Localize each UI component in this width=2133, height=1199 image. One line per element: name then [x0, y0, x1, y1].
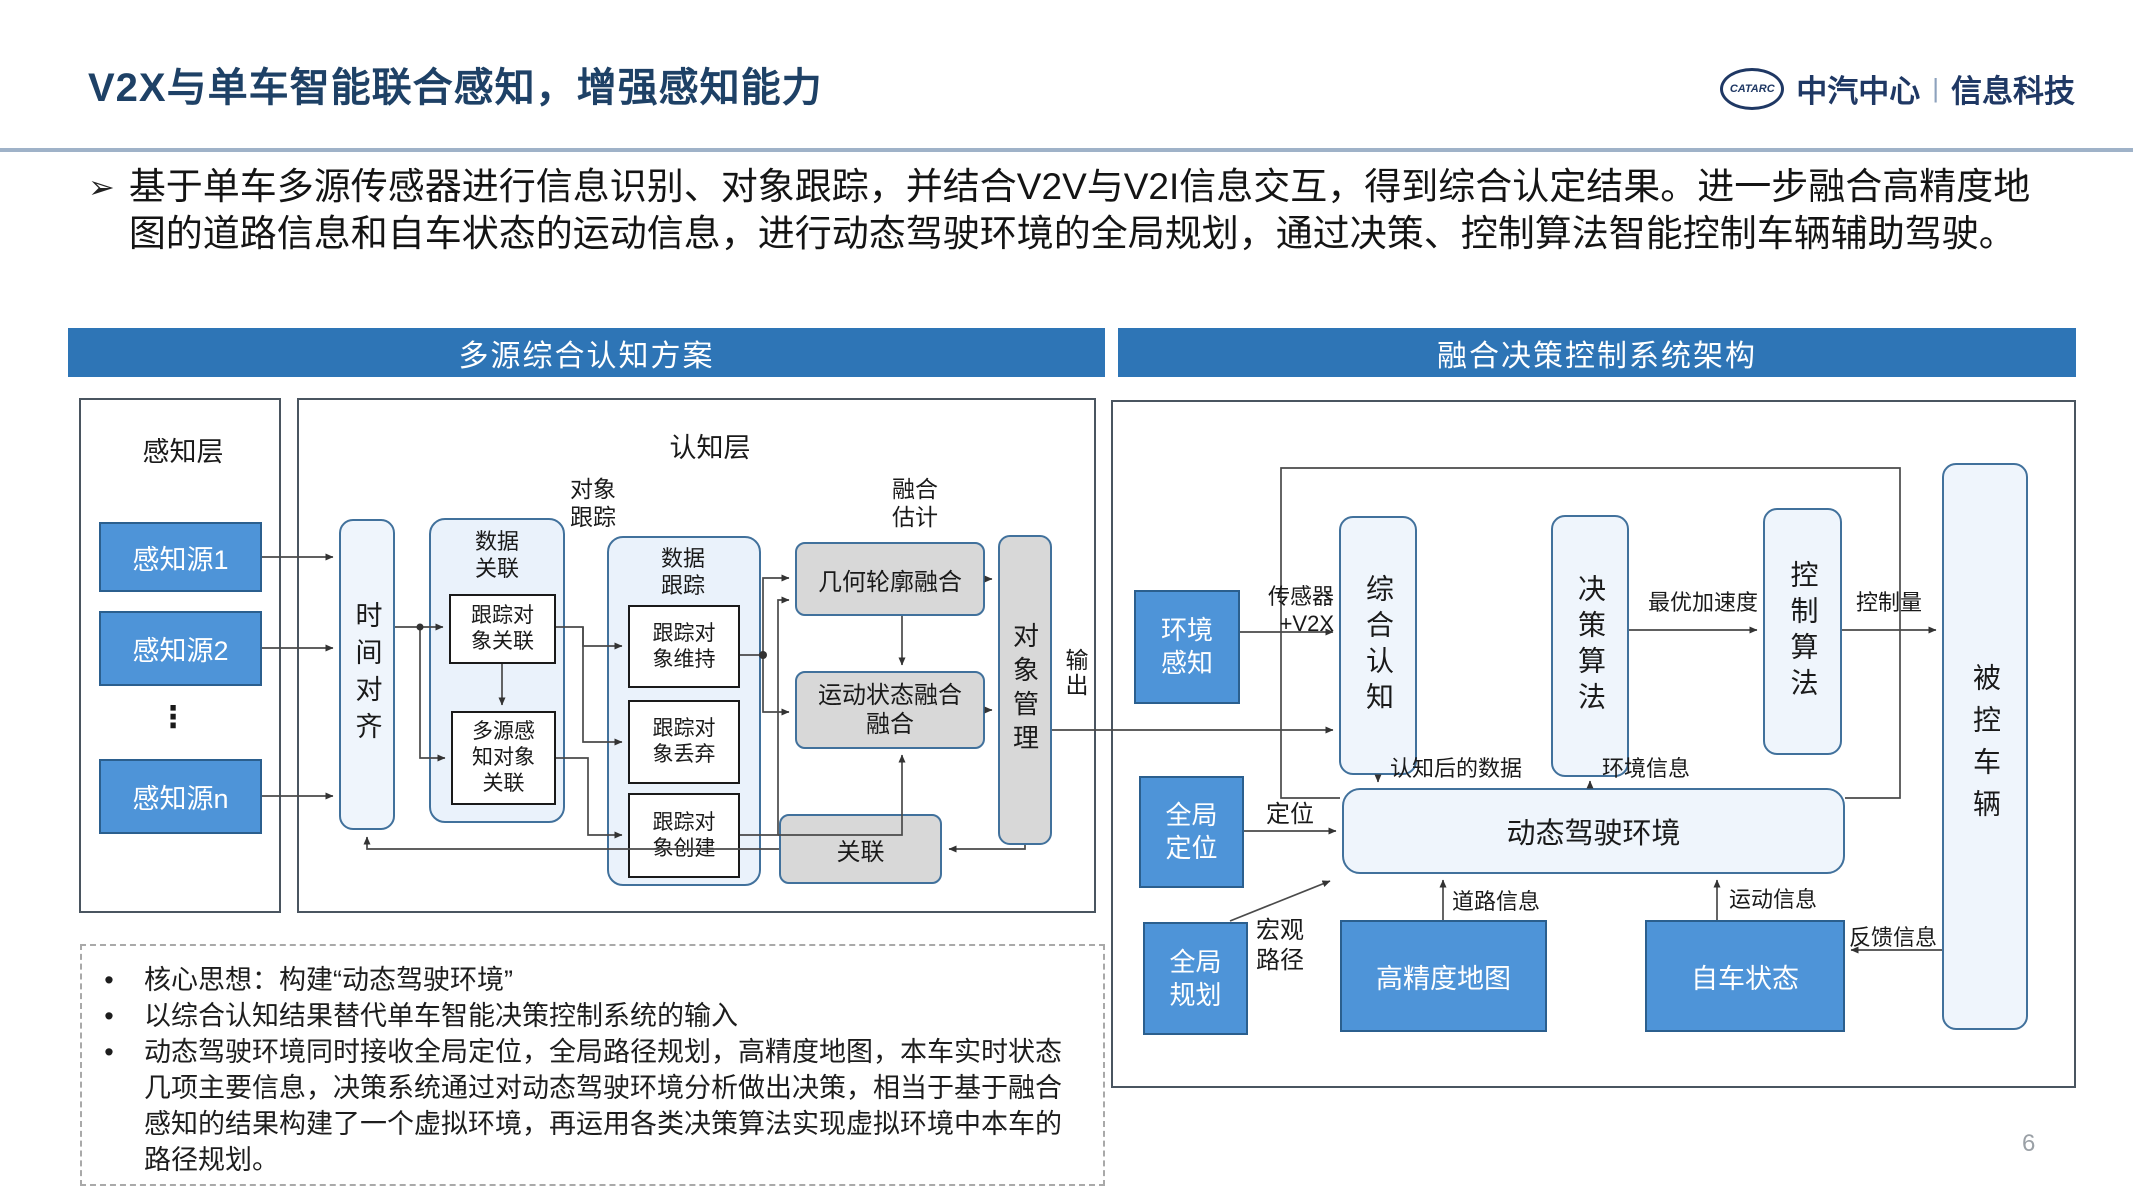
fusion-estimation-label: 融合 估计 [892, 476, 938, 530]
node-control-algorithm: 控制算法 [1763, 508, 1842, 755]
note-text: 动态驾驶环境同时接收全局定位，全局路径规划，高精度地图，本车实时状态几项主要信息… [144, 1037, 1062, 1175]
env-info-label: 环境信息 [1602, 756, 1691, 781]
node-track-object-assoc: 跟踪对 象关联 [449, 594, 556, 664]
node-controlled-vehicle: 被控车辆 [1942, 463, 2028, 1030]
node-track-maintain: 跟踪对 象维持 [628, 605, 740, 688]
company-logo: CATARC 中汽中心 | 信息科技 [1720, 66, 2075, 111]
control-qty-label: 控制量 [1856, 590, 1923, 615]
node-track-discard: 跟踪对 象丢弃 [628, 700, 740, 784]
node-motion-fusion: 运动状态融合 融合 [795, 671, 985, 749]
node-decision-algorithm: 决策算法 [1551, 515, 1629, 777]
node-time-align: 时间对齐 [339, 519, 395, 830]
note-text: 核心思想：构建“动态驾驶环境” [144, 965, 513, 995]
node-global-planning: 全局 规划 [1143, 922, 1248, 1035]
logo-org-name: 中汽中心 [1796, 74, 1921, 109]
note-item: • 动态驾驶环境同时接收全局定位，全局路径规划，高精度地图，本车实时状态几项主要信… [100, 1034, 1083, 1178]
node-source-1: 感知源1 [99, 522, 262, 592]
group-data-tracking-title: 数据 跟踪 [660, 546, 705, 598]
motion-info-label: 运动信息 [1729, 887, 1818, 912]
sources-ellipsis: ⋮ [158, 701, 188, 734]
notes-box: • 核心思想：构建“动态驾驶环境” • 以综合认知结果替代单车智能决策控制系统的输入… [80, 944, 1105, 1186]
logo-unit-name: 信息科技 [1951, 74, 2075, 109]
perception-layer-label: 感知层 [142, 437, 224, 467]
node-ego-state: 自车状态 [1645, 920, 1845, 1032]
node-env-sense: 环境 感知 [1134, 590, 1240, 704]
road-info-label: 道路信息 [1452, 889, 1541, 914]
localization-label: 定位 [1266, 801, 1314, 828]
note-bullet-icon: • [104, 965, 114, 995]
intro-paragraph: ➢ 基于单车多源传感器进行信息识别、对象跟踪，并结合V2V与V2I信息交互，得到… [88, 163, 2063, 257]
node-global-localization: 全局 定位 [1139, 776, 1244, 888]
node-dynamic-driving-env: 动态驾驶环境 [1342, 788, 1845, 874]
optimal-accel-label: 最优加速度 [1648, 590, 1759, 615]
object-tracking-label: 对象 跟踪 [570, 476, 616, 530]
output-label: 输出 [1062, 648, 1088, 698]
right-panel-header: 融合决策控制系统架构 [1118, 328, 2076, 377]
page-title: V2X与单车智能联合感知，增强感知能力 [88, 66, 823, 110]
node-comprehensive-cognition: 综合认知 [1339, 516, 1417, 775]
node-hd-map: 高精度地图 [1340, 920, 1547, 1032]
catarc-logo-icon: CATARC [1720, 67, 1785, 110]
sensor-v2x-label: 传感器 +V2X [1267, 584, 1334, 636]
logo-separator: | [1932, 73, 1939, 103]
note-bullet-icon: • [104, 1001, 114, 1031]
note-bullet-icon: • [104, 1037, 114, 1067]
note-item: • 以综合认知结果替代单车智能决策控制系统的输入 [100, 998, 1083, 1034]
cognition-layer-label: 认知层 [669, 433, 751, 463]
note-item: • 核心思想：构建“动态驾驶环境” [100, 962, 1083, 998]
macro-path-label: 宏观 路径 [1256, 917, 1304, 974]
page-number: 6 [2022, 1130, 2036, 1157]
node-object-manage: 对象管理 [998, 535, 1052, 845]
node-track-create: 跟踪对 象创建 [628, 793, 740, 878]
intro-bullet-icon: ➢ [88, 169, 115, 205]
feedback-info-label: 反馈信息 [1849, 925, 1938, 950]
node-association: 关联 [779, 814, 942, 884]
node-geometry-fusion: 几何轮廓融合 [795, 542, 985, 616]
notes-list: • 核心思想：构建“动态驾驶环境” • 以综合认知结果替代单车智能决策控制系统的输入… [100, 962, 1083, 1178]
cognized-data-label: 认知后的数据 [1390, 756, 1523, 781]
node-multi-source-assoc: 多源感 知对象 关联 [451, 711, 556, 805]
note-text: 以综合认知结果替代单车智能决策控制系统的输入 [144, 1001, 738, 1031]
node-source-n: 感知源n [99, 759, 262, 834]
intro-text: 基于单车多源传感器进行信息识别、对象跟踪，并结合V2V与V2I信息交互，得到综合… [128, 166, 2031, 254]
title-divider [0, 148, 2133, 152]
left-panel-header: 多源综合认知方案 [68, 328, 1105, 377]
node-source-2: 感知源2 [99, 611, 262, 686]
group-data-association-title: 数据 关联 [474, 529, 519, 581]
